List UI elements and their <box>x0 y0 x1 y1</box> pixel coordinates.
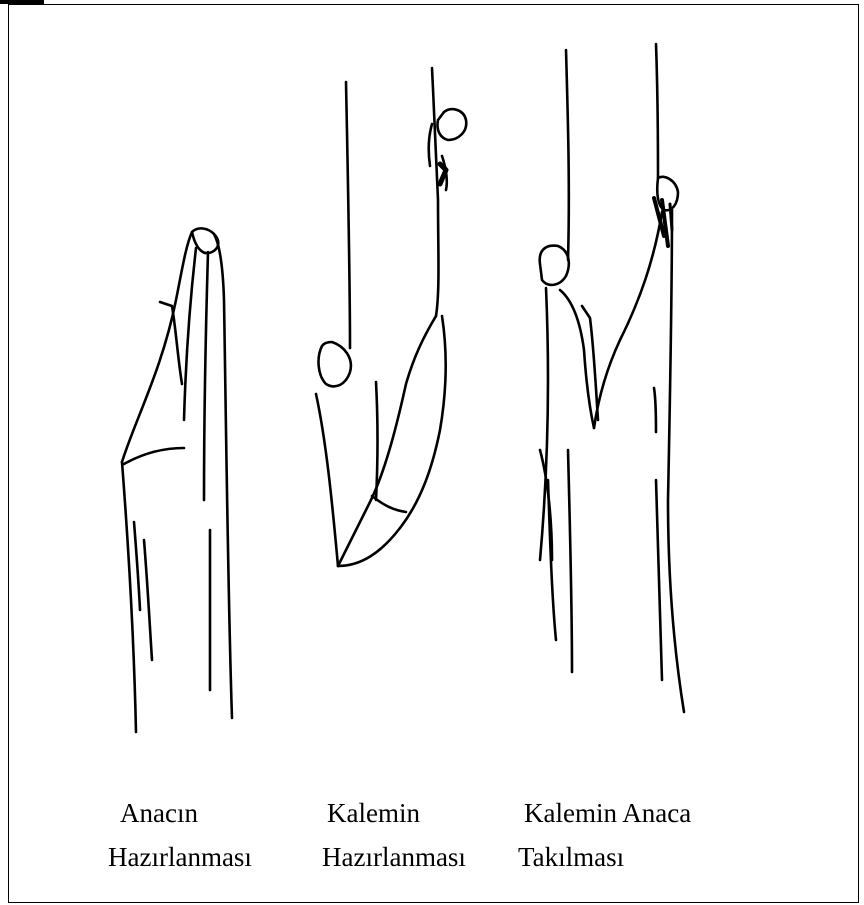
rootstock-drawing <box>122 228 232 732</box>
caption-scion-line1: Kalemin <box>327 795 420 831</box>
caption-rootstock-line2: Hazırlanması <box>108 839 252 875</box>
grafting-drawing <box>540 44 684 712</box>
caption-scion-line2: Hazırlanması <box>322 839 466 875</box>
caption-rootstock-line1: Anacın <box>120 795 198 831</box>
scion-drawing <box>316 68 466 566</box>
caption-grafting-line2: Takılması <box>518 839 624 875</box>
caption-grafting-line1: Kalemin Anaca <box>524 795 691 831</box>
